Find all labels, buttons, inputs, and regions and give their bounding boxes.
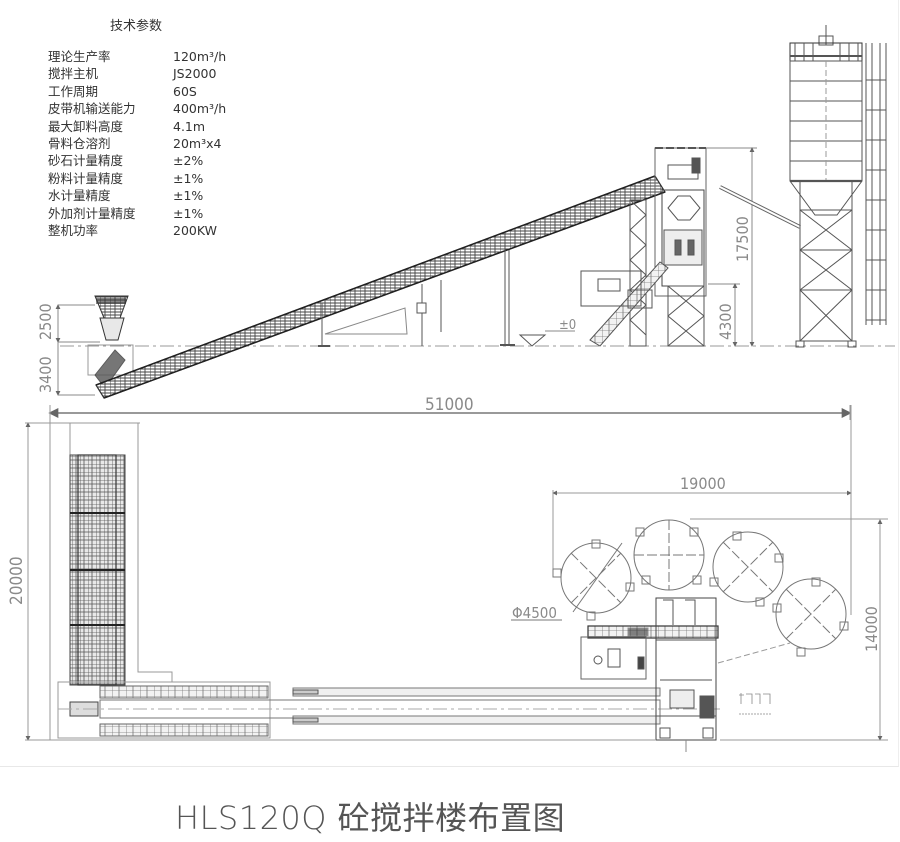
silo-span-dimension: [552, 405, 852, 615]
dim-silo-diameter: Φ4500: [512, 604, 557, 622]
drawing-frame: [0, 0, 899, 767]
dim-51000: 51000: [425, 395, 474, 415]
belt-conveyor-plan: [292, 687, 661, 725]
layout-drawing: 2500 3400 ±0: [7, 25, 895, 752]
drawing-caption: HLS120Q 砼搅拌楼布置图: [175, 799, 566, 837]
ground-level-mark: ±0: [559, 318, 576, 333]
aggregate-hopper: [87, 295, 134, 389]
silos-plan: [511, 519, 849, 657]
dim-14000: 14000: [862, 606, 881, 652]
dim-20000: 20000: [7, 556, 27, 605]
aggregate-bins-plan: [57, 422, 720, 739]
silo-4: [772, 577, 849, 657]
inclined-belt-conveyor: [95, 175, 666, 399]
params-title: 技术参数: [110, 19, 163, 34]
silo-1: [552, 539, 635, 621]
dim-3400: 3400: [36, 356, 55, 393]
dim-17500: 17500: [733, 216, 752, 262]
cement-silo: [789, 25, 887, 348]
dim-19000: 19000: [680, 474, 726, 493]
dim-4300: 4300: [716, 303, 735, 340]
mixing-building-plan: [580, 597, 791, 752]
tower-dimensions: [706, 147, 757, 347]
hopper-dimensions: [55, 304, 100, 396]
control-room-label: [739, 693, 771, 715]
silo-depth-dimension: [690, 518, 888, 741]
dim-2500: 2500: [36, 303, 55, 340]
overall-length-dimension: [48, 405, 852, 740]
silo-3: [709, 531, 784, 607]
mixing-tower: [580, 147, 707, 347]
silo-2: [633, 519, 705, 591]
